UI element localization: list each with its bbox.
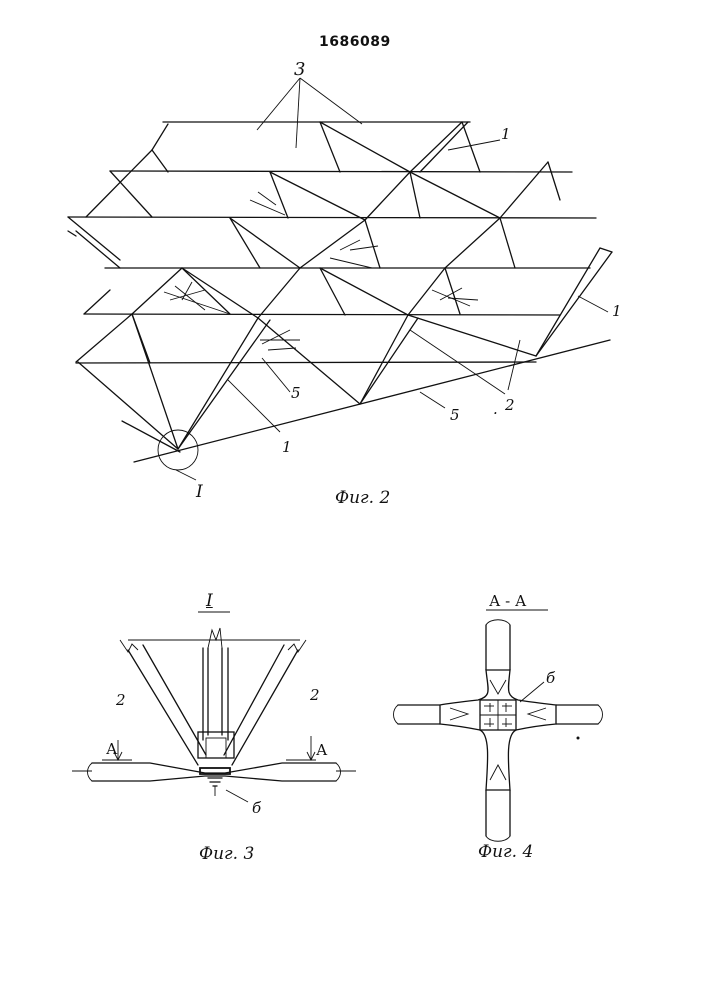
fig2-leaders (228, 78, 608, 432)
fig2-upper-chords (68, 122, 596, 363)
fig3-title-I: I (206, 593, 213, 610)
caption-fig4: Фиг. 4 (478, 844, 533, 861)
label-5-right: 5 (450, 408, 460, 423)
fig3-label-2-right: 2 (310, 688, 320, 703)
label-3: 3 (294, 61, 305, 79)
label-1-top: 1 (501, 127, 511, 142)
label-dot: . (493, 402, 498, 417)
fig4-label-6: б (546, 671, 555, 686)
label-1-bottom: 1 (282, 440, 292, 455)
fig3-section-A-left: А (106, 742, 117, 757)
label-2: 2 (505, 398, 515, 413)
caption-fig3: Фиг. 3 (199, 846, 254, 863)
fig2-left-edge (76, 124, 182, 449)
caption-fig2: Фиг. 2 (335, 490, 390, 507)
fig2-lower-chord-5 (122, 340, 610, 462)
label-5-left: 5 (291, 386, 301, 401)
label-1-right: 1 (612, 304, 622, 319)
fig3-section-A-right: А (316, 743, 327, 758)
fig3-label-6: б (252, 801, 261, 816)
fig4-title-A-A: А - А (489, 594, 526, 609)
fig3-label-2-left: 2 (116, 693, 126, 708)
detail-I-circle (158, 430, 198, 470)
label-detail-I: I (196, 484, 203, 501)
